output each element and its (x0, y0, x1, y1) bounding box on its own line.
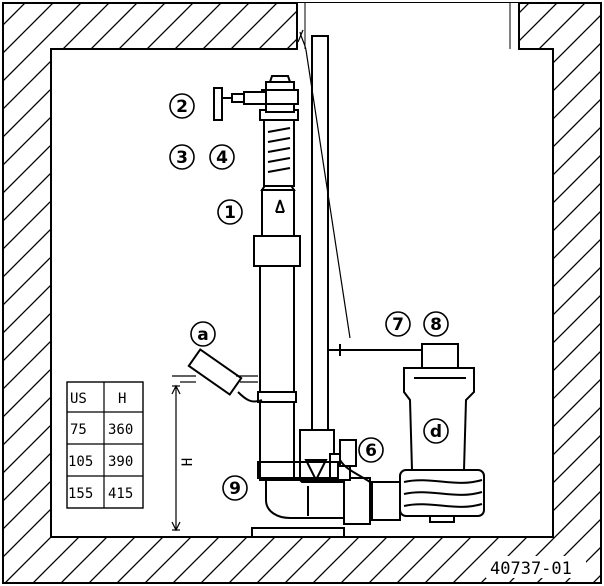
rail-bracket (328, 344, 422, 356)
table-cell: 75 (70, 422, 87, 438)
callout-9: 9 (222, 475, 248, 501)
svg-text:8: 8 (430, 315, 442, 335)
svg-text:6: 6 (365, 441, 377, 461)
table-cell: 390 (108, 454, 133, 470)
svg-text:d: d (430, 422, 442, 442)
svg-text:9: 9 (229, 479, 241, 499)
riser-pipe (253, 183, 301, 463)
svg-text:1: 1 (224, 203, 236, 223)
height-table: US H 75 360 105 390 155 415 (66, 381, 144, 509)
svg-text:3: 3 (176, 148, 188, 168)
svg-text:a: a (197, 325, 208, 345)
table-cell: 105 (68, 454, 93, 470)
height-dimension (171, 384, 181, 532)
figure-reference: 40737-01 (490, 559, 572, 579)
base-plate (251, 527, 345, 538)
svg-text:7: 7 (392, 315, 404, 335)
table-header-h: H (118, 391, 126, 407)
callout-2: 2 (169, 93, 195, 119)
callout-6: 6 (358, 437, 384, 463)
gate-valve (213, 75, 299, 121)
float-switch (187, 348, 263, 403)
callout-a: a (190, 321, 216, 347)
callout-d: d (423, 418, 449, 444)
table-header-us: US (70, 391, 87, 407)
lifting-chain (297, 29, 351, 339)
table-cell: 360 (108, 422, 133, 438)
hose-section (259, 109, 299, 187)
callout-7: 7 (385, 311, 411, 337)
svg-text:2: 2 (176, 97, 188, 117)
height-label: H (180, 458, 196, 466)
guide-rail (311, 35, 329, 467)
callout-1: 1 (217, 199, 243, 225)
duckfoot-coupling (257, 429, 371, 525)
svg-text:4: 4 (216, 148, 228, 168)
callout-8: 8 (423, 311, 449, 337)
callout-4: 4 (209, 144, 235, 170)
table-cell: 415 (108, 486, 133, 502)
callout-3: 3 (169, 144, 195, 170)
table-cell: 155 (68, 486, 93, 502)
water-level (172, 375, 258, 383)
